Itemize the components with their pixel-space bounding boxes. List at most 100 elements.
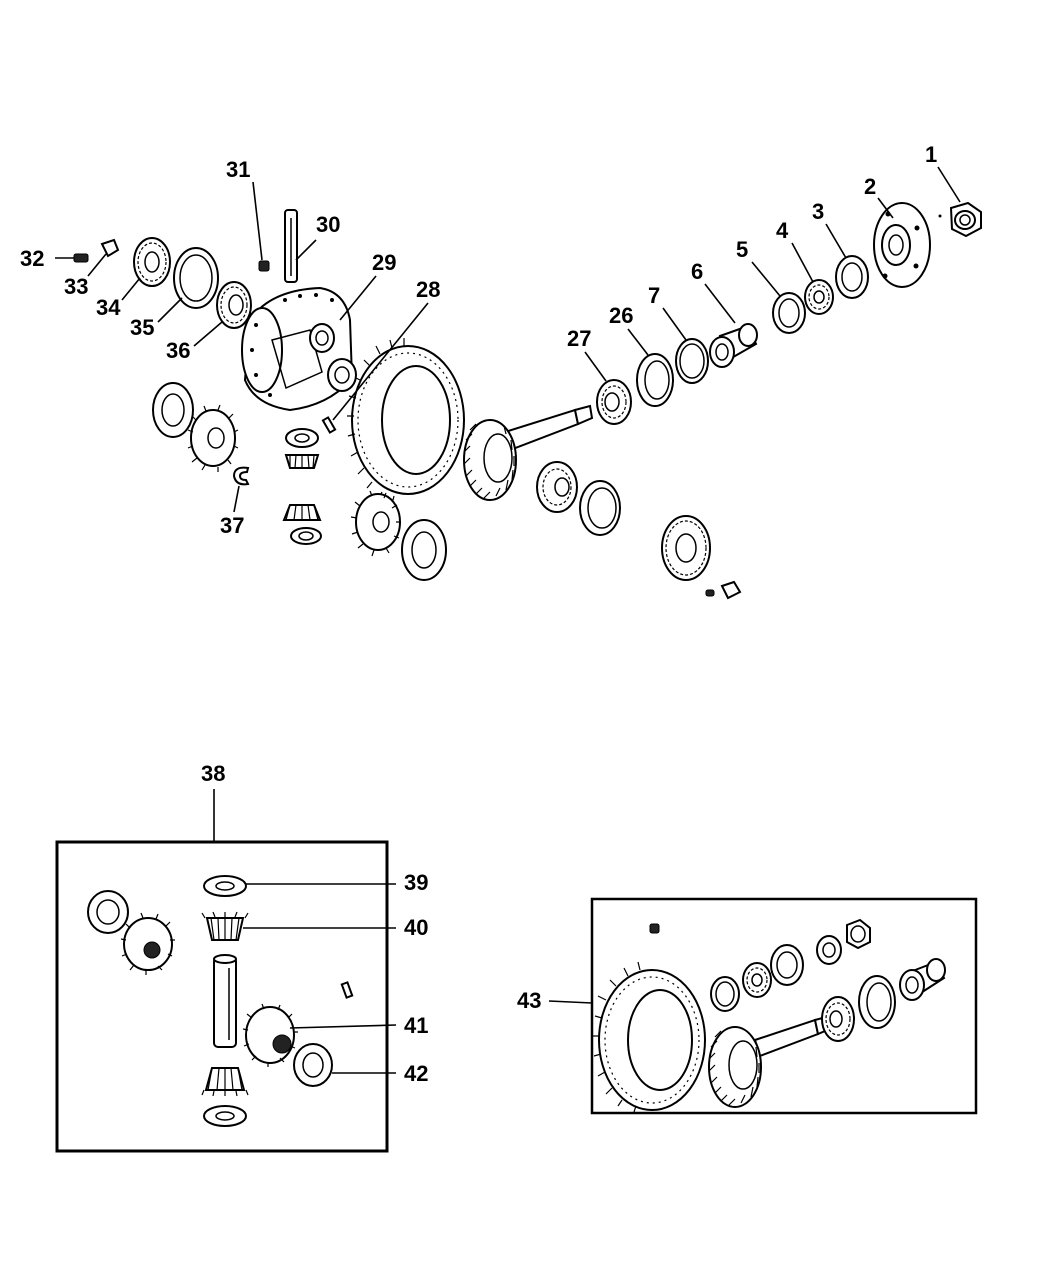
pinion-mate-gear-bottom [282, 504, 322, 521]
pinion-shim-part-7 [675, 338, 709, 384]
bearing-adjuster-lower [661, 515, 711, 581]
leader-1 [937, 166, 961, 203]
callout-26: 26 [609, 303, 633, 328]
leader-35 [157, 297, 183, 323]
callout-42: 42 [404, 1061, 428, 1086]
leader-27 [584, 351, 607, 382]
bearing-cup-part-35 [173, 247, 219, 309]
pinion-inner-bearing [536, 461, 578, 513]
callout-40: 40 [404, 915, 428, 940]
c-clip-part-37 [232, 466, 250, 486]
companion-flange-part-2 [873, 202, 931, 288]
callout-6: 6 [691, 259, 703, 284]
leader-33 [87, 253, 107, 277]
pinion-mate-gear-part-40 [201, 911, 249, 941]
leader-36 [193, 321, 223, 347]
kit43-nut [846, 918, 871, 950]
side-bearing-part-36 [216, 281, 252, 329]
callout-3: 3 [812, 199, 824, 224]
callout-27: 27 [567, 326, 591, 351]
pinion-bearing-part-27 [596, 379, 632, 425]
thrust-washer-part-39 [203, 875, 247, 897]
callout-39: 39 [404, 870, 428, 895]
callout-36: 36 [166, 338, 190, 363]
kit-box-38 [55, 840, 389, 1153]
thrust-washer-part-42 [293, 1043, 333, 1087]
ring-gear-top [347, 338, 465, 505]
leader-26 [627, 328, 649, 356]
callout-31: 31 [226, 157, 250, 182]
kit43-ring-gear [593, 961, 706, 1113]
pinion-mate-washer-top [285, 428, 319, 448]
kit43-bolt [649, 923, 660, 934]
kit43-bearing-1 [710, 976, 740, 1012]
leader-3 [825, 223, 847, 259]
pinion-seal-part-3 [835, 255, 869, 299]
leader-5 [751, 261, 781, 297]
kit43-washer [816, 935, 842, 965]
leader-4 [791, 242, 814, 283]
callout-37: 37 [220, 513, 244, 538]
bolt-part-32 [73, 253, 89, 263]
kit-pinion-mate-gear-bottom [201, 1067, 249, 1097]
drive-pinion-top [463, 404, 594, 501]
thrust-washer-left-top [152, 382, 194, 438]
differential-case-part-29 [241, 286, 357, 412]
callout-33: 33 [64, 274, 88, 299]
leader-31 [252, 181, 263, 261]
leader-41 [289, 1024, 397, 1029]
callout-41: 41 [404, 1013, 428, 1038]
leader-34 [121, 277, 141, 301]
leader-43 [548, 1000, 593, 1004]
callout-4: 4 [776, 218, 789, 243]
pinion-mate-gear-top [284, 454, 320, 469]
kit43-bearing-cup [770, 944, 804, 986]
leader-30 [295, 239, 317, 261]
leader-29 [339, 275, 377, 321]
callout-29: 29 [372, 250, 396, 275]
kit-side-gear-left [120, 912, 175, 975]
ring-gear-bolt-part-28 [321, 416, 337, 434]
lock-screw-part-31 [258, 260, 270, 272]
callout-28: 28 [416, 277, 440, 302]
bearing-adjuster-part-34 [133, 237, 171, 287]
kit43-pinion-cup [858, 975, 896, 1029]
pinion-shaft-part-30 [284, 209, 298, 283]
pinion-bearing-part-4 [804, 279, 834, 315]
leader-2 [877, 197, 894, 219]
pinion-inner-cup [579, 480, 621, 536]
callout-1: 1 [925, 142, 937, 167]
callout-34: 34 [96, 295, 121, 320]
kit-thrust-washer-left [87, 890, 129, 934]
callout-5: 5 [736, 237, 748, 262]
leader-7 [662, 307, 687, 341]
bearing-cup-part-5 [772, 292, 806, 334]
kit43-bearing-2 [742, 962, 772, 998]
leader-6 [704, 283, 736, 324]
pinion-nut-part-1 [938, 201, 982, 238]
kit43-drive-pinion [708, 1014, 834, 1108]
callout-43: 43 [517, 988, 541, 1013]
kit43-spacer [899, 958, 946, 1001]
side-gear-part-41 [242, 1003, 298, 1067]
callout-7: 7 [648, 283, 660, 308]
side-gear-left-top [187, 404, 239, 472]
leader-28 [332, 302, 429, 421]
kit-thrust-washer-bottom [203, 1105, 247, 1127]
callout-30: 30 [316, 212, 340, 237]
kit43-pinion-bearing [821, 996, 855, 1042]
collapsible-spacer-part-6 [709, 323, 758, 368]
side-gear-right-top [350, 490, 401, 557]
kit-box-43 [590, 897, 978, 1115]
adjuster-lock-part-33 [100, 238, 120, 258]
thrust-washer-right-top [401, 519, 447, 581]
bearing-cup-part-26 [636, 353, 674, 407]
kit-pinion-shaft [213, 954, 237, 1048]
callout-38: 38 [201, 761, 225, 786]
callout-32: 32 [20, 246, 44, 271]
kit-lock-screw [340, 981, 354, 999]
leader-37 [233, 485, 240, 513]
adjuster-lock-lower [705, 580, 742, 600]
pinion-mate-washer-bottom [290, 527, 322, 545]
